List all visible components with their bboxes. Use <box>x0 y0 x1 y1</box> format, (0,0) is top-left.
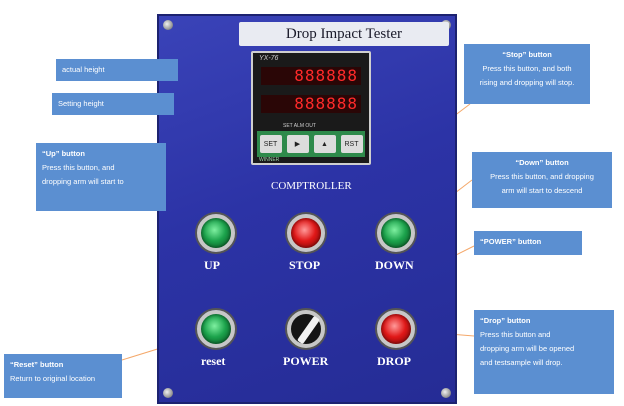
indicator-labels: SET ALM OUT <box>283 123 316 129</box>
up-button-label: UP <box>204 258 220 272</box>
stop-button-label: STOP <box>289 258 321 272</box>
increment-key[interactable]: ▲ <box>313 135 336 153</box>
callout-stop: “Stop” button Press this button, and bot… <box>464 44 590 104</box>
controller-caption: COMPTROLLER <box>271 180 352 192</box>
callout-drop-line: dropping arm will be opened <box>480 344 575 353</box>
callout-down-title: “Down” button <box>515 158 569 167</box>
controller-keypad: SET ▶ ▲ RST <box>257 131 365 157</box>
callout-down-line: Press this button, and dropping <box>490 172 594 181</box>
down-button-label: DOWN <box>375 258 414 272</box>
callout-down-line: arm will start to descend <box>501 186 583 195</box>
power-switch-lever <box>297 315 320 345</box>
reset-key[interactable]: RST <box>340 135 363 153</box>
callout-reset-line: Return to original location <box>10 374 96 383</box>
callout-drop-line: Press this button and <box>480 330 551 339</box>
height-controller: YX-76 888888 888888 SET ALM OUT SET ▶ ▲ … <box>251 51 371 165</box>
callout-reset-title: “Reset” button <box>10 360 64 369</box>
control-panel: Drop Impact Tester YX-76 888888 888888 S… <box>157 14 457 404</box>
power-switch[interactable] <box>287 310 325 348</box>
shift-key[interactable]: ▶ <box>286 135 309 153</box>
callout-power: “POWER” button <box>474 231 582 255</box>
screw-icon <box>163 388 173 398</box>
callout-setting-height-title: Setting height <box>58 99 104 108</box>
drop-button[interactable] <box>377 310 415 348</box>
actual-height-display: 888888 <box>261 67 361 85</box>
drop-button-label: DROP <box>377 354 411 368</box>
stop-button[interactable] <box>287 214 325 252</box>
callout-stop-title: “Stop” button <box>502 50 552 59</box>
callout-down: “Down” button Press this button, and dro… <box>472 152 612 208</box>
callout-up-line: dropping arm will start to <box>42 177 124 186</box>
callout-drop-line: and testsample will drop. <box>480 358 563 367</box>
callout-stop-line: Press this button, and both <box>482 64 572 73</box>
callout-drop-title: “Drop” button <box>480 316 531 325</box>
callout-reset: “Reset” button Return to original locati… <box>4 354 122 398</box>
screw-icon <box>163 20 173 30</box>
screw-icon <box>441 388 451 398</box>
callout-up-line: Press this button, and <box>42 163 115 172</box>
callout-setting-height: Setting height <box>52 93 174 115</box>
setting-height-display: 888888 <box>261 95 361 113</box>
callout-power-title: “POWER” button <box>480 237 542 246</box>
callout-up: “Up” button Press this button, and dropp… <box>36 143 166 211</box>
callout-drop: “Drop” button Press this button and drop… <box>474 310 614 394</box>
power-switch-label: POWER <box>283 354 329 368</box>
panel-title: Drop Impact Tester <box>239 22 449 46</box>
callout-stop-line: rising and dropping will stop. <box>479 78 575 87</box>
callout-up-title: “Up” button <box>42 149 85 158</box>
controller-brand: WINNER <box>259 157 280 163</box>
controller-model: YX-76 <box>259 55 279 62</box>
callout-actual-height: actual height <box>56 59 178 81</box>
reset-button-label: reset <box>201 354 226 368</box>
reset-button[interactable] <box>197 310 235 348</box>
callout-actual-height-title: actual height <box>62 65 105 74</box>
set-key[interactable]: SET <box>259 135 282 153</box>
down-button[interactable] <box>377 214 415 252</box>
up-button[interactable] <box>197 214 235 252</box>
